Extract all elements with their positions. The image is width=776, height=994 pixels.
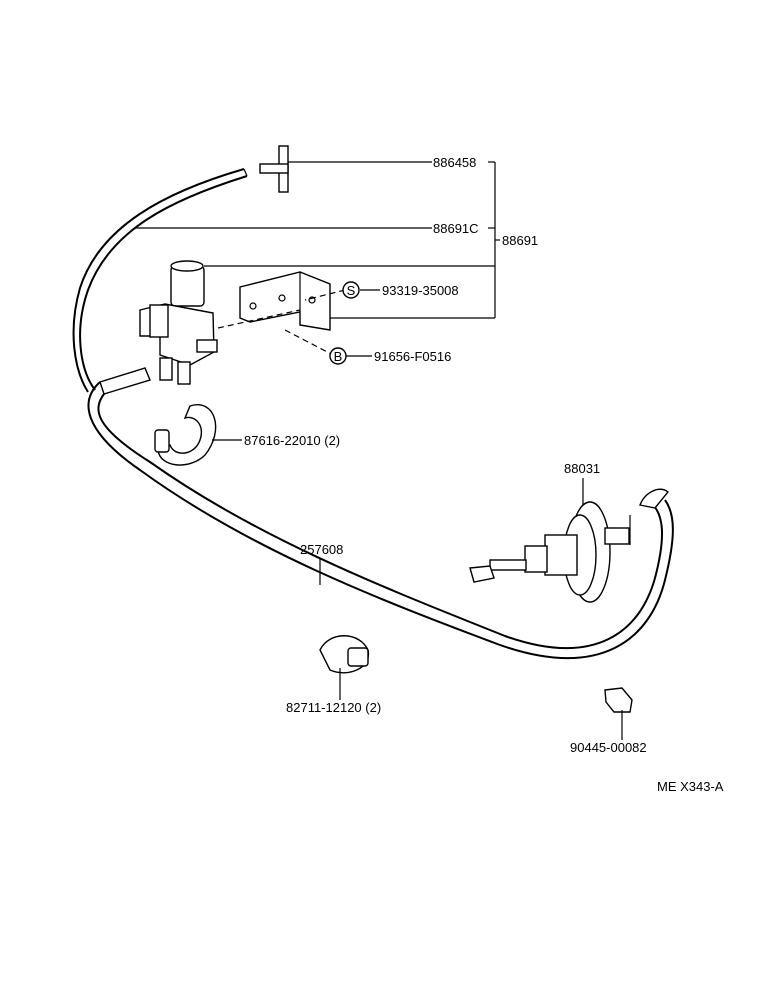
label-87616: 87616-22010 (2) <box>244 433 340 448</box>
t-joint-886458 <box>259 145 289 193</box>
callout-b-text: B <box>334 349 343 364</box>
label-88691c: 88691C <box>433 221 479 236</box>
valve-bracket <box>239 271 331 331</box>
clip-90445 <box>604 687 633 713</box>
label-886458: 886458 <box>433 155 476 170</box>
label-91656: 91656-F0516 <box>374 349 451 364</box>
clip-82711 <box>319 635 370 674</box>
callout-s <box>342 281 360 299</box>
label-257608: 257608 <box>300 542 343 557</box>
hose-88691c-inner <box>72 168 245 393</box>
hose-257608-inner <box>97 393 663 650</box>
hose-257608 <box>87 381 674 660</box>
vacuum-switching-valve <box>139 260 218 385</box>
label-82711: 82711-12120 (2) <box>286 700 381 715</box>
clamp-87616 <box>154 404 217 466</box>
callout-b <box>329 347 347 365</box>
label-88031: 88031 <box>564 461 600 476</box>
label-88691: 88691 <box>502 233 538 248</box>
hose-88691c <box>79 175 248 391</box>
label-90445: 90445-00082 <box>570 740 647 755</box>
callout-s-text: S <box>347 283 356 298</box>
vacuum-actuator-88031 <box>469 501 631 603</box>
diagram-code: ME X343-A <box>657 779 724 794</box>
label-93319: 93319-35008 <box>382 283 459 298</box>
